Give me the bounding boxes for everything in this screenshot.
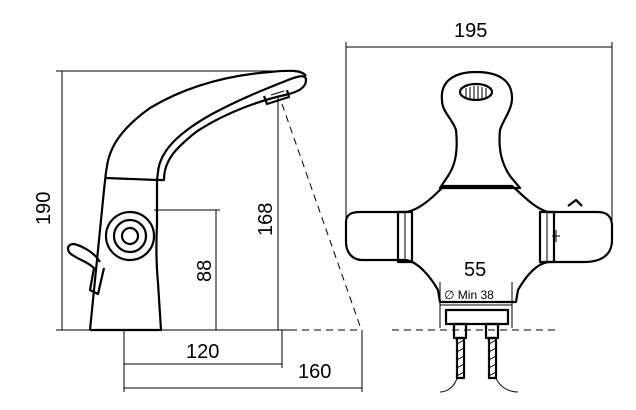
dim-88-label: 88	[194, 260, 216, 282]
dim-168-label: 168	[255, 203, 277, 236]
front-aerator-outer	[458, 82, 494, 102]
side-body-outline	[90, 75, 308, 332]
side-band-line	[105, 176, 158, 182]
side-spout-top	[88, 69, 307, 331]
side-knob-inner	[120, 226, 140, 246]
dim-195-label: 195	[454, 20, 487, 42]
side-knob-outer	[104, 210, 156, 262]
front-view: 195 55 ∅ Min 38	[344, 20, 614, 393]
dim-55-label: 55	[464, 259, 486, 281]
front-spout-head	[438, 70, 522, 190]
front-temp-mark	[552, 230, 560, 242]
dim-160-label: 160	[298, 361, 331, 383]
side-knob-mid	[112, 218, 148, 254]
water-stream-dashed	[281, 103, 361, 327]
front-body	[344, 184, 614, 304]
front-right-handle	[538, 210, 556, 264]
side-aerator-line	[270, 90, 285, 96]
side-view: 190 168 88 120 160	[33, 69, 363, 392]
side-lever	[66, 242, 106, 296]
diameter-label: ∅ Min 38	[444, 288, 494, 302]
dim-190-label: 190	[33, 192, 55, 225]
front-aerator-slots	[465, 86, 487, 99]
front-stop-clip	[567, 198, 583, 207]
front-left-handle	[396, 210, 414, 264]
front-base	[444, 308, 510, 326]
dim-120-label: 120	[186, 341, 219, 363]
supply-hoses	[439, 322, 519, 393]
